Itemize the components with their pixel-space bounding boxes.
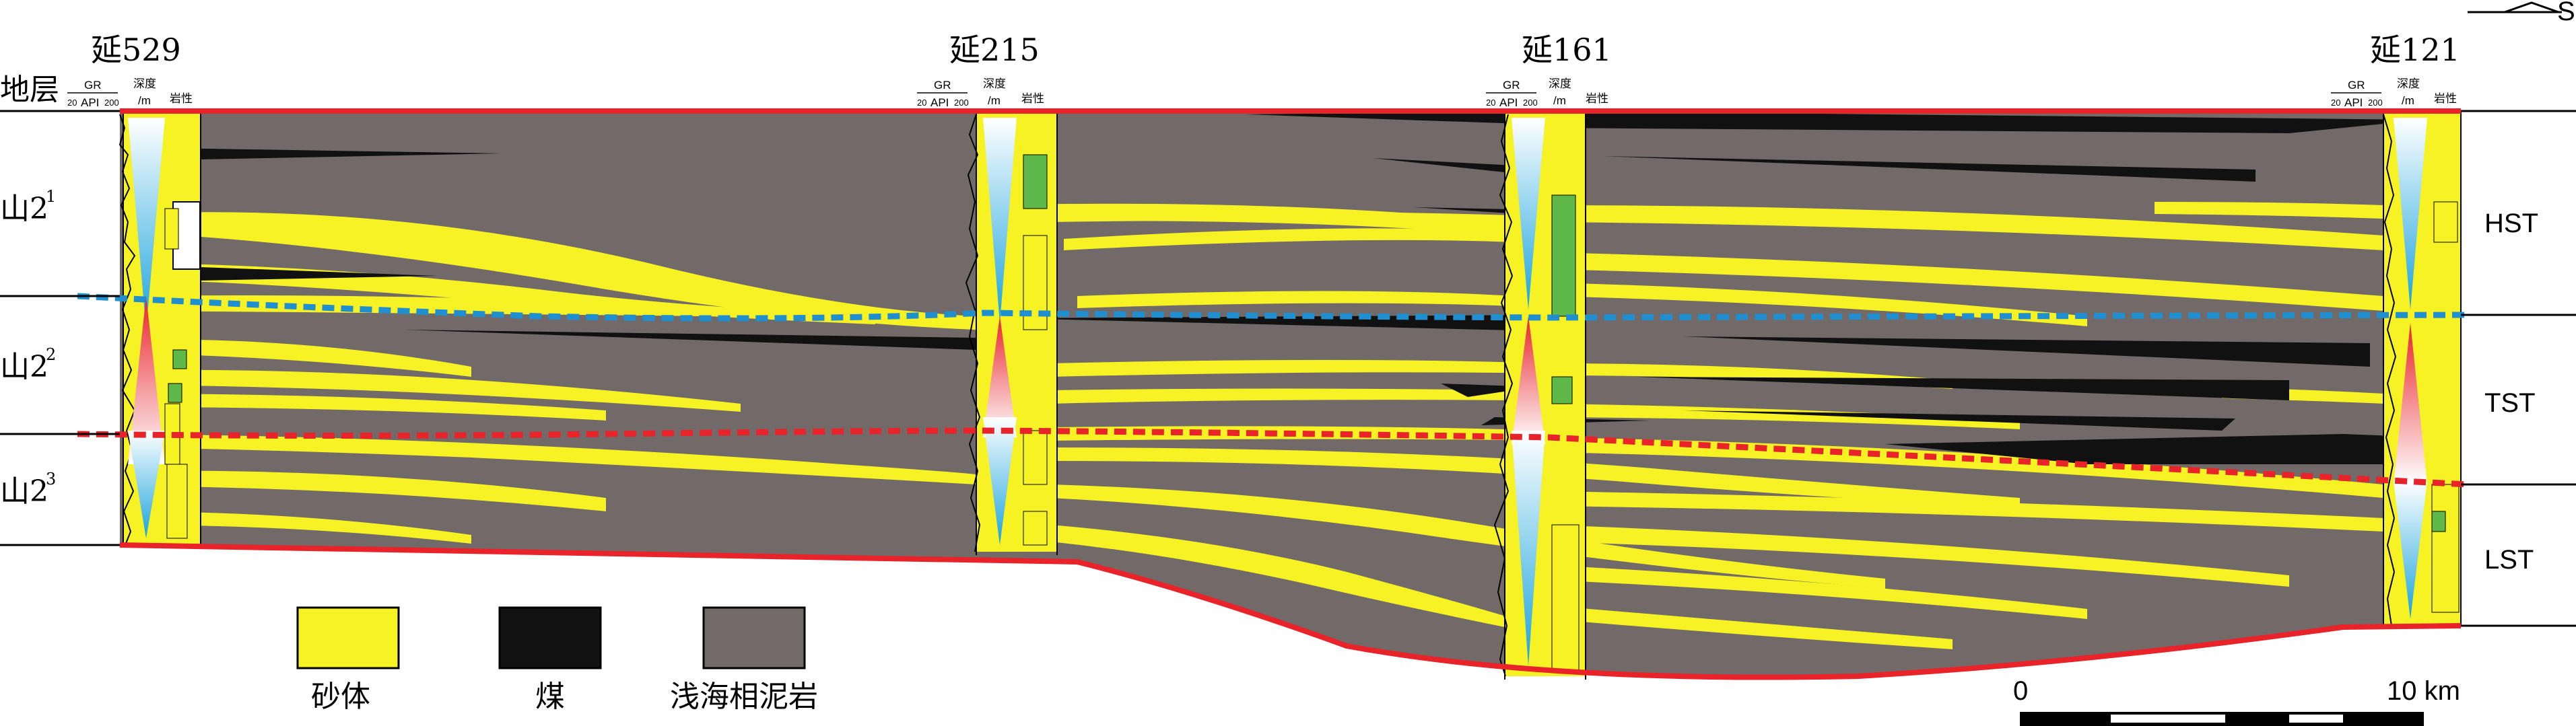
well-name-4: 延121 xyxy=(2370,32,2460,68)
svg-text:GR: GR xyxy=(2348,79,2365,92)
legend-label-coal: 煤 xyxy=(535,680,565,714)
svg-text:API: API xyxy=(930,96,949,109)
sequence-label-hst: HST xyxy=(2484,209,2538,238)
svg-text:岩性: 岩性 xyxy=(170,92,193,105)
svg-text:API: API xyxy=(1499,96,1518,109)
scale-start-label: 0 xyxy=(2013,676,2028,706)
sand-bodies xyxy=(125,202,2383,649)
svg-text:/m: /m xyxy=(138,94,151,107)
svg-text:山2: 山2 xyxy=(0,192,48,226)
track-header-3: GR 20 API 200 深度 /m 岩性 xyxy=(1486,77,1608,109)
sequence-label-tst: TST xyxy=(2484,388,2536,418)
svg-text:深度: 深度 xyxy=(2397,77,2420,90)
svg-text:/m: /m xyxy=(988,94,1001,107)
svg-text:深度: 深度 xyxy=(983,77,1006,90)
svg-text:200: 200 xyxy=(1523,98,1538,108)
legend-swatch-sand xyxy=(296,606,400,669)
svg-text:深度: 深度 xyxy=(133,77,156,90)
legend-label-mudstone: 浅海相泥岩 xyxy=(670,680,818,714)
svg-text:岩性: 岩性 xyxy=(1586,92,1608,105)
svg-text:API: API xyxy=(81,96,99,109)
svg-text:200: 200 xyxy=(104,98,119,108)
svg-text:20: 20 xyxy=(2331,98,2340,108)
strata-label-3: 山2 3 xyxy=(0,470,56,509)
strata-label-1: 山2 1 xyxy=(0,187,56,226)
svg-text:山2: 山2 xyxy=(0,350,48,384)
svg-text:岩性: 岩性 xyxy=(2434,92,2457,105)
legend: 砂体 煤 浅海相泥岩 xyxy=(296,606,818,714)
svg-text:GR: GR xyxy=(84,79,102,92)
well-name-2: 延215 xyxy=(949,32,1040,68)
track-header-1: GR 20 API 200 深度 /m 岩性 xyxy=(67,77,193,109)
bottom-boundary-line xyxy=(119,542,2462,680)
scale-bar: 0 10 km xyxy=(2013,676,2460,726)
svg-text:20: 20 xyxy=(67,98,77,108)
red-surface-line xyxy=(77,427,2468,488)
well-name-1: 延529 xyxy=(91,32,181,68)
coal-seams xyxy=(165,111,2431,464)
svg-text:/m: /m xyxy=(2402,94,2414,107)
svg-text:200: 200 xyxy=(2368,98,2383,108)
north-arrow-icon: S xyxy=(2468,0,2575,26)
svg-text:/m: /m xyxy=(1553,94,1566,107)
svg-text:1: 1 xyxy=(46,187,56,206)
sequence-column xyxy=(2461,110,2576,627)
legend-swatch-coal xyxy=(498,606,602,669)
well-name-3: 延161 xyxy=(1522,32,1612,68)
svg-text:2: 2 xyxy=(46,345,56,364)
legend-label-sand: 砂体 xyxy=(311,680,370,714)
svg-text:GR: GR xyxy=(934,79,951,92)
sequence-label-lst: LST xyxy=(2484,545,2534,575)
svg-text:20: 20 xyxy=(1486,98,1495,108)
track-header-4: GR 20 API 200 深度 /m 岩性 xyxy=(2331,77,2457,109)
well-tracks xyxy=(118,111,2462,680)
track-header-2: GR 20 API 200 深度 /m 岩性 xyxy=(917,77,1044,109)
svg-text:3: 3 xyxy=(46,470,56,488)
blue-surface-line xyxy=(77,293,2468,322)
svg-text:深度: 深度 xyxy=(1549,77,1571,90)
strata-column xyxy=(0,110,120,546)
svg-text:山2: 山2 xyxy=(0,474,48,509)
svg-text:岩性: 岩性 xyxy=(1021,92,1044,105)
svg-text:200: 200 xyxy=(954,98,969,108)
svg-text:API: API xyxy=(2344,96,2363,109)
svg-text:GR: GR xyxy=(1503,79,1520,92)
north-arrow-label: S xyxy=(2557,0,2575,26)
scale-end-label: 10 km xyxy=(2387,676,2460,706)
legend-swatch-mudstone xyxy=(702,606,806,669)
svg-text:20: 20 xyxy=(917,98,926,108)
strata-header: 地层 xyxy=(0,73,59,107)
strata-label-2: 山2 2 xyxy=(0,345,56,384)
